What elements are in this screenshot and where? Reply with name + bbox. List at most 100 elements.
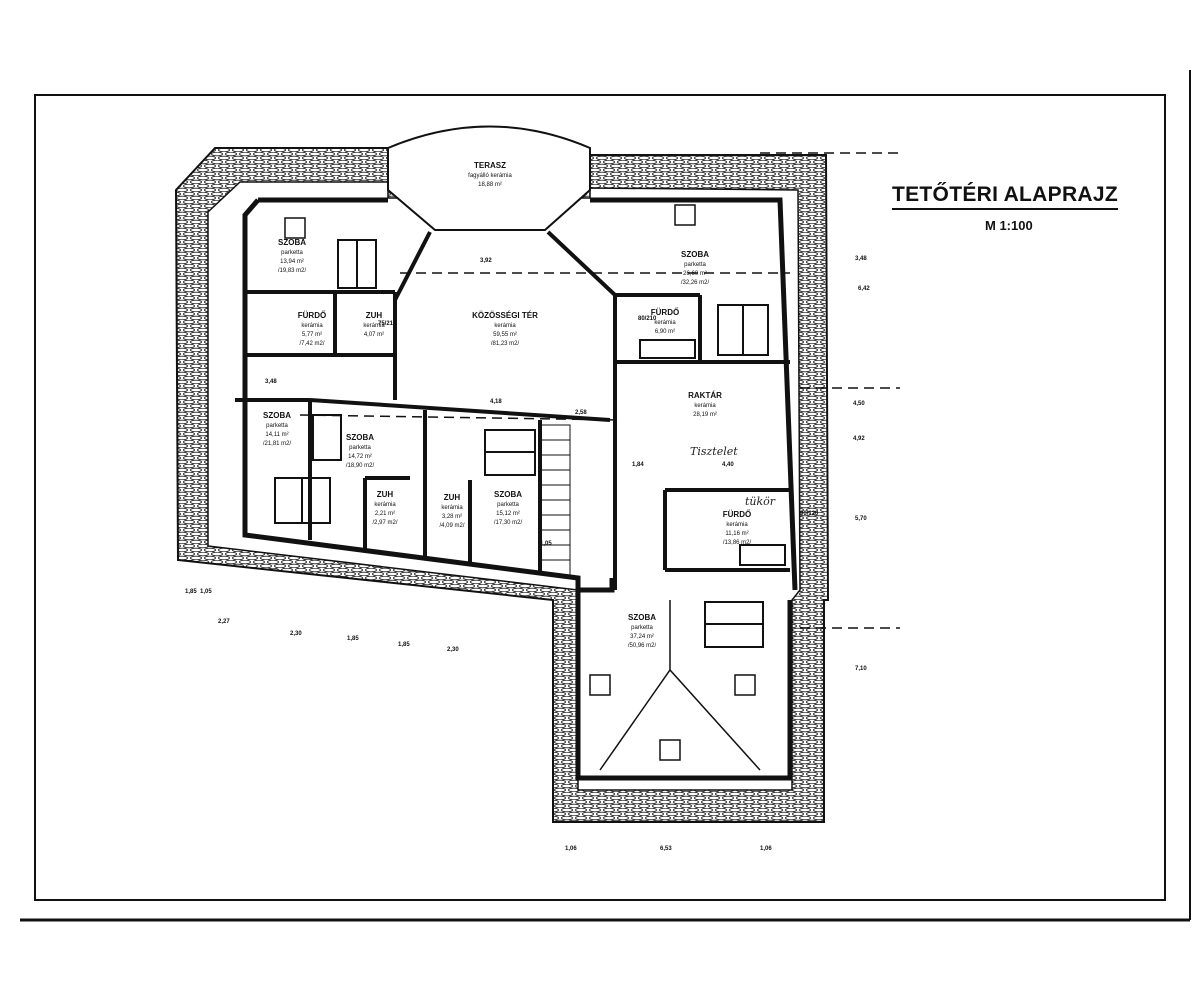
- sheet-frame: [34, 94, 1166, 901]
- exterior-walls: [242, 197, 798, 781]
- drawing-scale: M 1:100: [985, 218, 1033, 233]
- room-gross: /19,83 m2/: [278, 268, 307, 274]
- roof-break-lines: [299, 152, 900, 629]
- room-floor: kerámia: [726, 522, 748, 528]
- room-label: TERASZ fagyálló kerámia 18,88 m²: [468, 161, 512, 188]
- handwritten-note: Tisztelet: [690, 445, 738, 458]
- room-label: FÜRDŐ kerámia 5,77 m²/7,42 m2/: [298, 311, 326, 347]
- handwritten-note: tükör: [745, 495, 776, 508]
- dimension-value: 2,30: [290, 631, 302, 637]
- room-area: 37,24 m²: [630, 634, 654, 640]
- dimension-value: 2,58: [575, 410, 587, 416]
- roof-hip: [599, 600, 761, 771]
- room-name: RAKTÁR: [688, 391, 722, 400]
- room-area: 28,19 m²: [693, 412, 717, 418]
- terrace: [387, 125, 591, 231]
- room-gross: /50,96 m2/: [628, 643, 657, 649]
- chimneys: [284, 204, 756, 761]
- room-area: 5,77 m²: [302, 332, 322, 338]
- room-name: FÜRDŐ: [651, 308, 679, 317]
- dimension-value: 4,92: [853, 436, 865, 442]
- room-gross: /81,23 m2/: [491, 341, 520, 347]
- interior-walls: [235, 230, 790, 590]
- dimension-value: 6,53: [660, 846, 672, 852]
- room-label: SZOBA parketta 37,24 m²/50,96 m2/: [628, 613, 657, 649]
- room-area: 6,90 m²: [655, 329, 675, 335]
- staircase: [539, 424, 571, 576]
- room-floor: parketta: [281, 250, 303, 256]
- room-gross: /21,81 m2/: [263, 441, 292, 447]
- room-floor: kerámia: [301, 323, 323, 329]
- furniture: [274, 239, 786, 648]
- room-area: 4,07 m²: [364, 332, 384, 338]
- room-floor: fagyálló kerámia: [468, 173, 512, 179]
- dimension-value: 80/210: [638, 316, 657, 322]
- room-name: SZOBA: [494, 490, 522, 499]
- room-floor: parketta: [497, 502, 519, 508]
- room-area: 11,16 m²: [725, 531, 748, 537]
- dimension-value: 2,30: [447, 647, 459, 653]
- room-area: 3,28 m²: [442, 514, 462, 520]
- dimension-value: 1,85: [347, 636, 359, 642]
- room-name: SZOBA: [346, 433, 374, 442]
- room-area: 15,12 m²: [496, 511, 520, 517]
- room-label: KÖZÖSSÉGI TÉR kerámia 59,55 m²/81,23 m2/: [472, 311, 538, 347]
- room-name: ZUH: [377, 490, 394, 499]
- room-gross: /18,90 m2/: [346, 463, 375, 469]
- dimension-value: 6,42: [858, 286, 870, 292]
- room-floor: parketta: [631, 625, 653, 631]
- room-name: ZUH: [366, 311, 383, 320]
- dimension-value: 4,50: [853, 401, 865, 407]
- dimension-value: 90/120: [800, 511, 819, 517]
- room-name: SZOBA: [628, 613, 656, 622]
- dimension-value: 5,70: [855, 516, 867, 522]
- room-name: TERASZ: [474, 161, 506, 170]
- room-name: SZOBA: [263, 411, 291, 420]
- room-label: ZUH kerámia 4,07 m²: [363, 311, 385, 338]
- dimension-value: 2,27: [218, 619, 230, 625]
- room-label: SZOBA parketta 14,72 m²/18,90 m2/: [346, 433, 375, 469]
- dimension-value: 4,40: [722, 462, 734, 468]
- room-area: 14,72 m²: [348, 454, 372, 460]
- room-area: 2,21 m²: [375, 511, 395, 517]
- room-gross: /32,26 m2/: [681, 280, 710, 286]
- dimension-value: 1,85: [185, 589, 197, 595]
- room-area: 59,55 m²: [493, 332, 517, 338]
- room-label: SZOBA parketta 15,12 m²/17,30 m2/: [494, 490, 523, 526]
- room-name: FÜRDŐ: [298, 311, 326, 320]
- dimension-value: 1,05: [540, 541, 552, 547]
- dimension-value: 1,06: [565, 846, 577, 852]
- room-gross: /7,42 m2/: [299, 341, 324, 347]
- room-floor: parketta: [684, 262, 706, 268]
- room-name: SZOBA: [278, 238, 306, 247]
- dimension-value: 3,48: [265, 379, 277, 385]
- room-floor: kerámia: [363, 323, 385, 329]
- room-name: KÖZÖSSÉGI TÉR: [472, 311, 538, 320]
- room-gross: /4,09 m2/: [439, 523, 464, 529]
- room-floor: kerámia: [494, 323, 516, 329]
- room-area: 14,11 m²: [265, 432, 288, 438]
- room-gross: /17,30 m2/: [494, 520, 523, 526]
- room-floor: kerámia: [374, 502, 396, 508]
- dimension-value: 75/210: [378, 321, 397, 327]
- room-label: FÜRDŐ kerámia 11,16 m²/13,86 m2/: [723, 510, 752, 546]
- dimension-value: 1,06: [760, 846, 772, 852]
- room-name: SZOBA: [681, 250, 709, 259]
- room-area: 18,88 m²: [478, 182, 502, 188]
- room-name: ZUH: [444, 493, 461, 502]
- room-floor: parketta: [349, 445, 371, 451]
- dimension-value: 1,84: [632, 462, 644, 468]
- dimension-value: 7,10: [855, 666, 867, 672]
- room-gross: /13,86 m2/: [723, 540, 752, 546]
- room-name: FÜRDŐ: [723, 510, 751, 519]
